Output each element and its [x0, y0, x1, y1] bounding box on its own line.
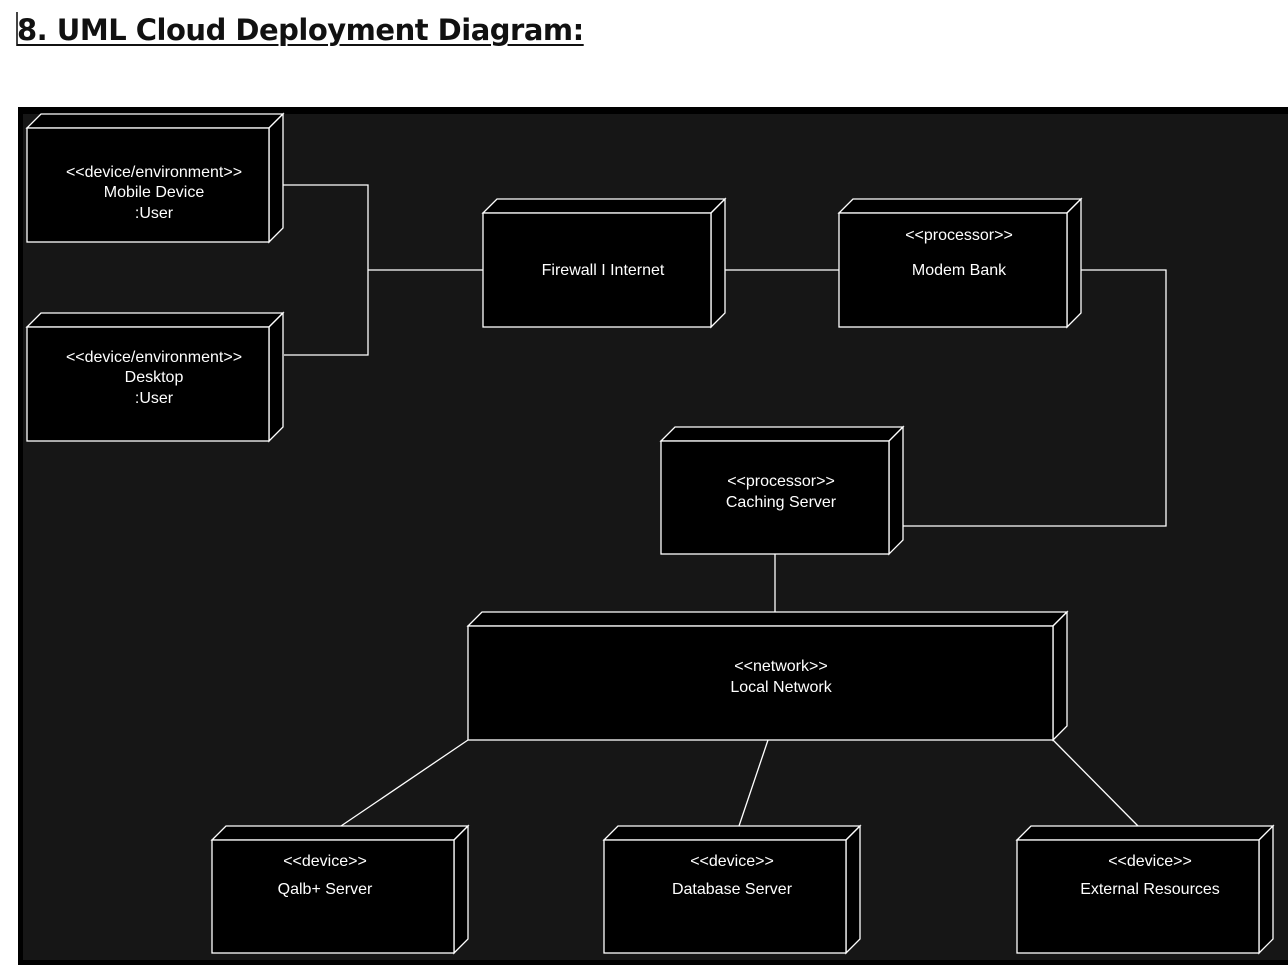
node-mobile-device[interactable]: <<device/environment>> Mobile Device :Us…	[25, 112, 285, 244]
node-name: Mobile Device	[104, 184, 205, 201]
connectors	[270, 184, 1167, 827]
node-qalb-server[interactable]: <<device>> Qalb+ Server	[210, 824, 470, 955]
node-top-face	[25, 113, 285, 129]
node-name: Qalb+ Server	[278, 881, 373, 898]
canvas-edge-top	[18, 107, 1288, 114]
connector-network-database	[738, 739, 769, 827]
node-external-resources[interactable]: <<device>> External Resources	[1015, 824, 1275, 955]
node-stereotype: <<processor>>	[727, 473, 835, 490]
node-front-face	[26, 127, 270, 243]
text-cursor	[16, 12, 18, 46]
connector-network-external	[1052, 739, 1139, 827]
node-database-server[interactable]: <<device>> Database Server	[602, 824, 862, 955]
node-name: Caching Server	[726, 494, 837, 511]
node-modem-bank[interactable]: <<processor>> Modem Bank	[837, 197, 1083, 329]
page-heading: 8. UML Cloud Deployment Diagram:	[17, 13, 584, 47]
node-name: Local Network	[730, 679, 832, 696]
canvas-edge-bottom	[18, 960, 1288, 965]
node-caching-server[interactable]: <<processor>> Caching Server	[659, 425, 905, 556]
node-stereotype: <<device>>	[1108, 853, 1192, 870]
node-instance: :User	[135, 390, 174, 407]
node-side-face	[268, 112, 284, 244]
node-stereotype: <<device>>	[283, 853, 367, 870]
node-stereotype: <<device>>	[690, 853, 774, 870]
node-desktop[interactable]: <<device/environment>> Desktop :User	[25, 311, 285, 443]
node-local-network[interactable]: <<network>> Local Network	[466, 610, 1069, 742]
node-name: Desktop	[125, 369, 184, 386]
connector-modem-caching	[903, 269, 1167, 527]
connector-clients-bracket	[270, 184, 369, 356]
connector-network-qalb	[340, 739, 469, 827]
node-stereotype: <<device/environment>>	[66, 164, 242, 181]
node-firewall-internet[interactable]: Firewall I Internet	[481, 197, 727, 329]
canvas-edge-left	[18, 107, 23, 965]
node-name: Modem Bank	[912, 262, 1007, 279]
node-instance: :User	[135, 205, 174, 222]
node-name: Database Server	[672, 881, 793, 898]
node-name: External Resources	[1080, 881, 1220, 898]
node-stereotype: <<device/environment>>	[66, 349, 242, 366]
node-stereotype: <<processor>>	[905, 227, 1013, 244]
node-stereotype: <<network>>	[734, 658, 827, 675]
node-name: Firewall I Internet	[542, 262, 665, 279]
